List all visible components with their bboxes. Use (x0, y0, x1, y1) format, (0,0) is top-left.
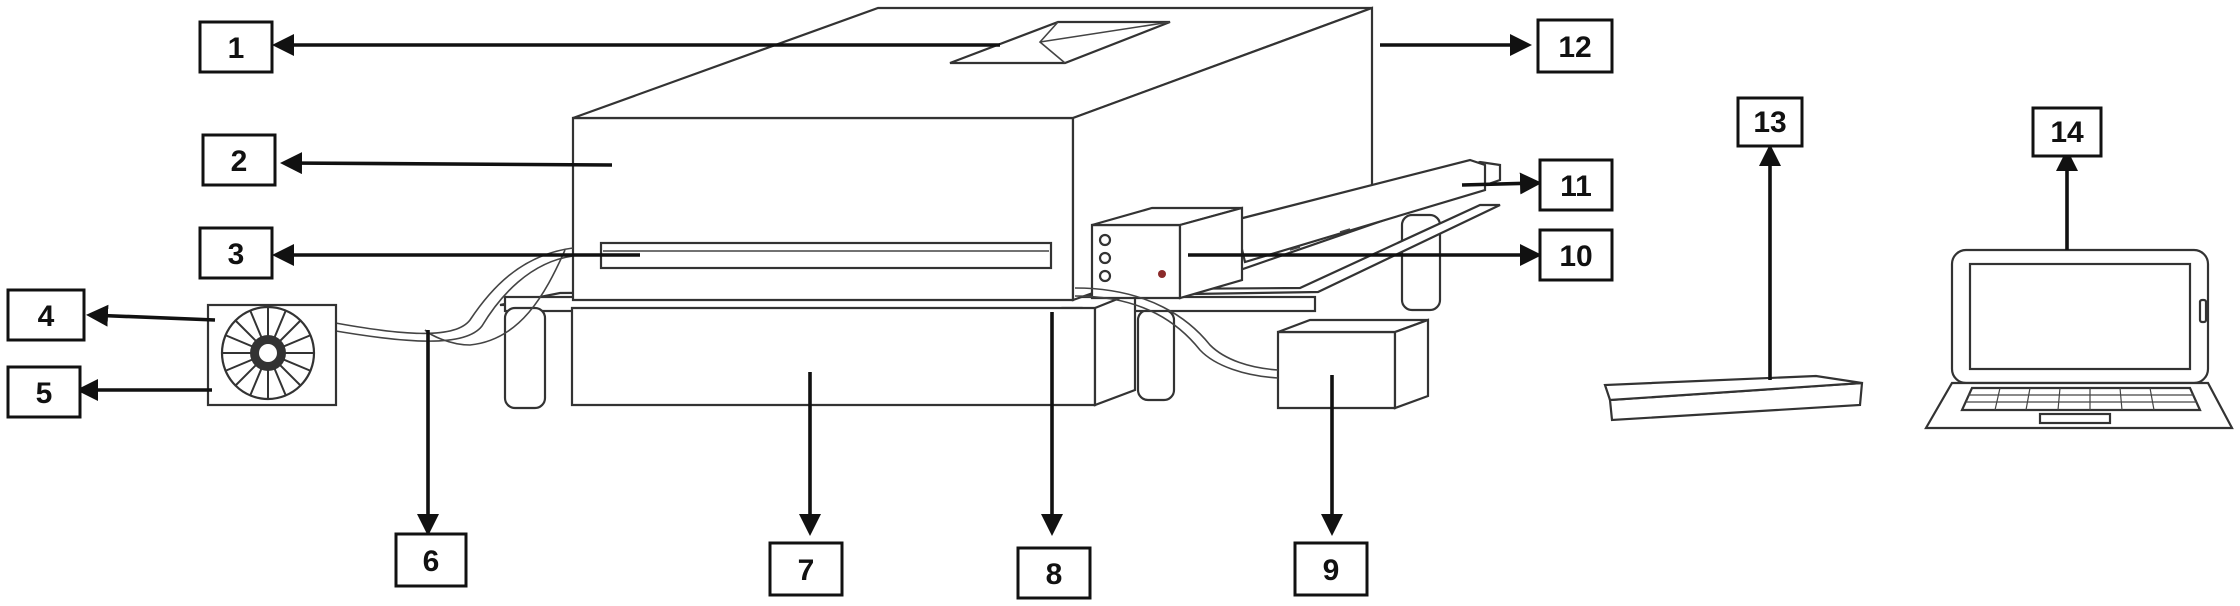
keyboard-icon (1603, 374, 1864, 422)
arrow-2 (280, 152, 613, 175)
callout-11-label: 11 (1560, 170, 1592, 203)
rail (1228, 158, 1502, 272)
callout-10: 10 (1538, 228, 1614, 282)
pump-box (1276, 318, 1430, 410)
callout-boxes: 1 2 3 4 5 6 7 8 (6, 18, 2103, 600)
control-box-side (1178, 206, 1244, 300)
callout-6-label: 6 (423, 545, 440, 578)
tubes (329, 247, 1279, 379)
bench-leg-front-left (503, 306, 547, 410)
lower-cabinet (570, 306, 1097, 407)
callout-7: 7 (768, 541, 844, 597)
chamber-front (571, 116, 1075, 302)
front-slot (599, 241, 1053, 270)
keyboard-top (1603, 374, 1863, 402)
control-knob-3 (1098, 269, 1112, 283)
callout-5-label: 5 (36, 377, 53, 410)
laptop-icon (1924, 248, 2234, 430)
rail-mark-2 (1339, 228, 1351, 233)
control-box (1090, 206, 1244, 300)
callout-12: 12 (1536, 18, 1614, 74)
callout-13-label: 13 (1753, 106, 1786, 139)
laptop-keyboard (1960, 386, 2202, 412)
control-knob-1 (1098, 233, 1112, 247)
callout-2: 2 (201, 133, 277, 187)
callout-13: 13 (1736, 96, 1804, 148)
laptop-keys (1966, 387, 2197, 411)
callout-10-label: 10 (1559, 240, 1592, 273)
callout-1: 1 (198, 20, 274, 74)
callout-6: 6 (394, 532, 468, 588)
callout-8-label: 8 (1046, 558, 1063, 591)
callout-2-label: 2 (231, 145, 248, 178)
callout-11: 11 (1538, 158, 1614, 212)
callout-4-label: 4 (38, 300, 55, 333)
callout-7-label: 7 (798, 554, 815, 587)
callout-5: 5 (6, 365, 82, 419)
callout-3-label: 3 (228, 238, 245, 271)
callout-3: 3 (198, 226, 274, 280)
pump-box-front (1276, 330, 1397, 410)
arrow-11 (1461, 172, 1542, 195)
fan-hub-center (259, 344, 277, 362)
rail-mark (1289, 246, 1301, 251)
laptop-touchpad (2038, 412, 2112, 425)
indicator-light (1158, 270, 1166, 278)
laptop-side-button (2198, 298, 2208, 324)
callout-8: 8 (1016, 546, 1092, 600)
pump-box-side (1393, 318, 1430, 410)
callout-14: 14 (2031, 106, 2103, 158)
arrow-4 (86, 304, 216, 327)
top-opening-line (1039, 21, 1171, 43)
callout-9-label: 9 (1323, 554, 1340, 587)
laptop-screen (1968, 262, 2192, 371)
callout-4: 4 (6, 288, 86, 342)
control-knob-2 (1098, 251, 1112, 265)
fan-icon (206, 303, 338, 407)
callout-arrows (76, 34, 2078, 536)
bench-leg-back-right (1136, 308, 1176, 402)
callout-12-label: 12 (1558, 31, 1591, 64)
callout-1-label: 1 (228, 32, 245, 65)
callout-14-label: 14 (2050, 116, 2084, 149)
callout-9: 9 (1293, 541, 1369, 597)
lower-cabinet-side (1093, 290, 1137, 407)
